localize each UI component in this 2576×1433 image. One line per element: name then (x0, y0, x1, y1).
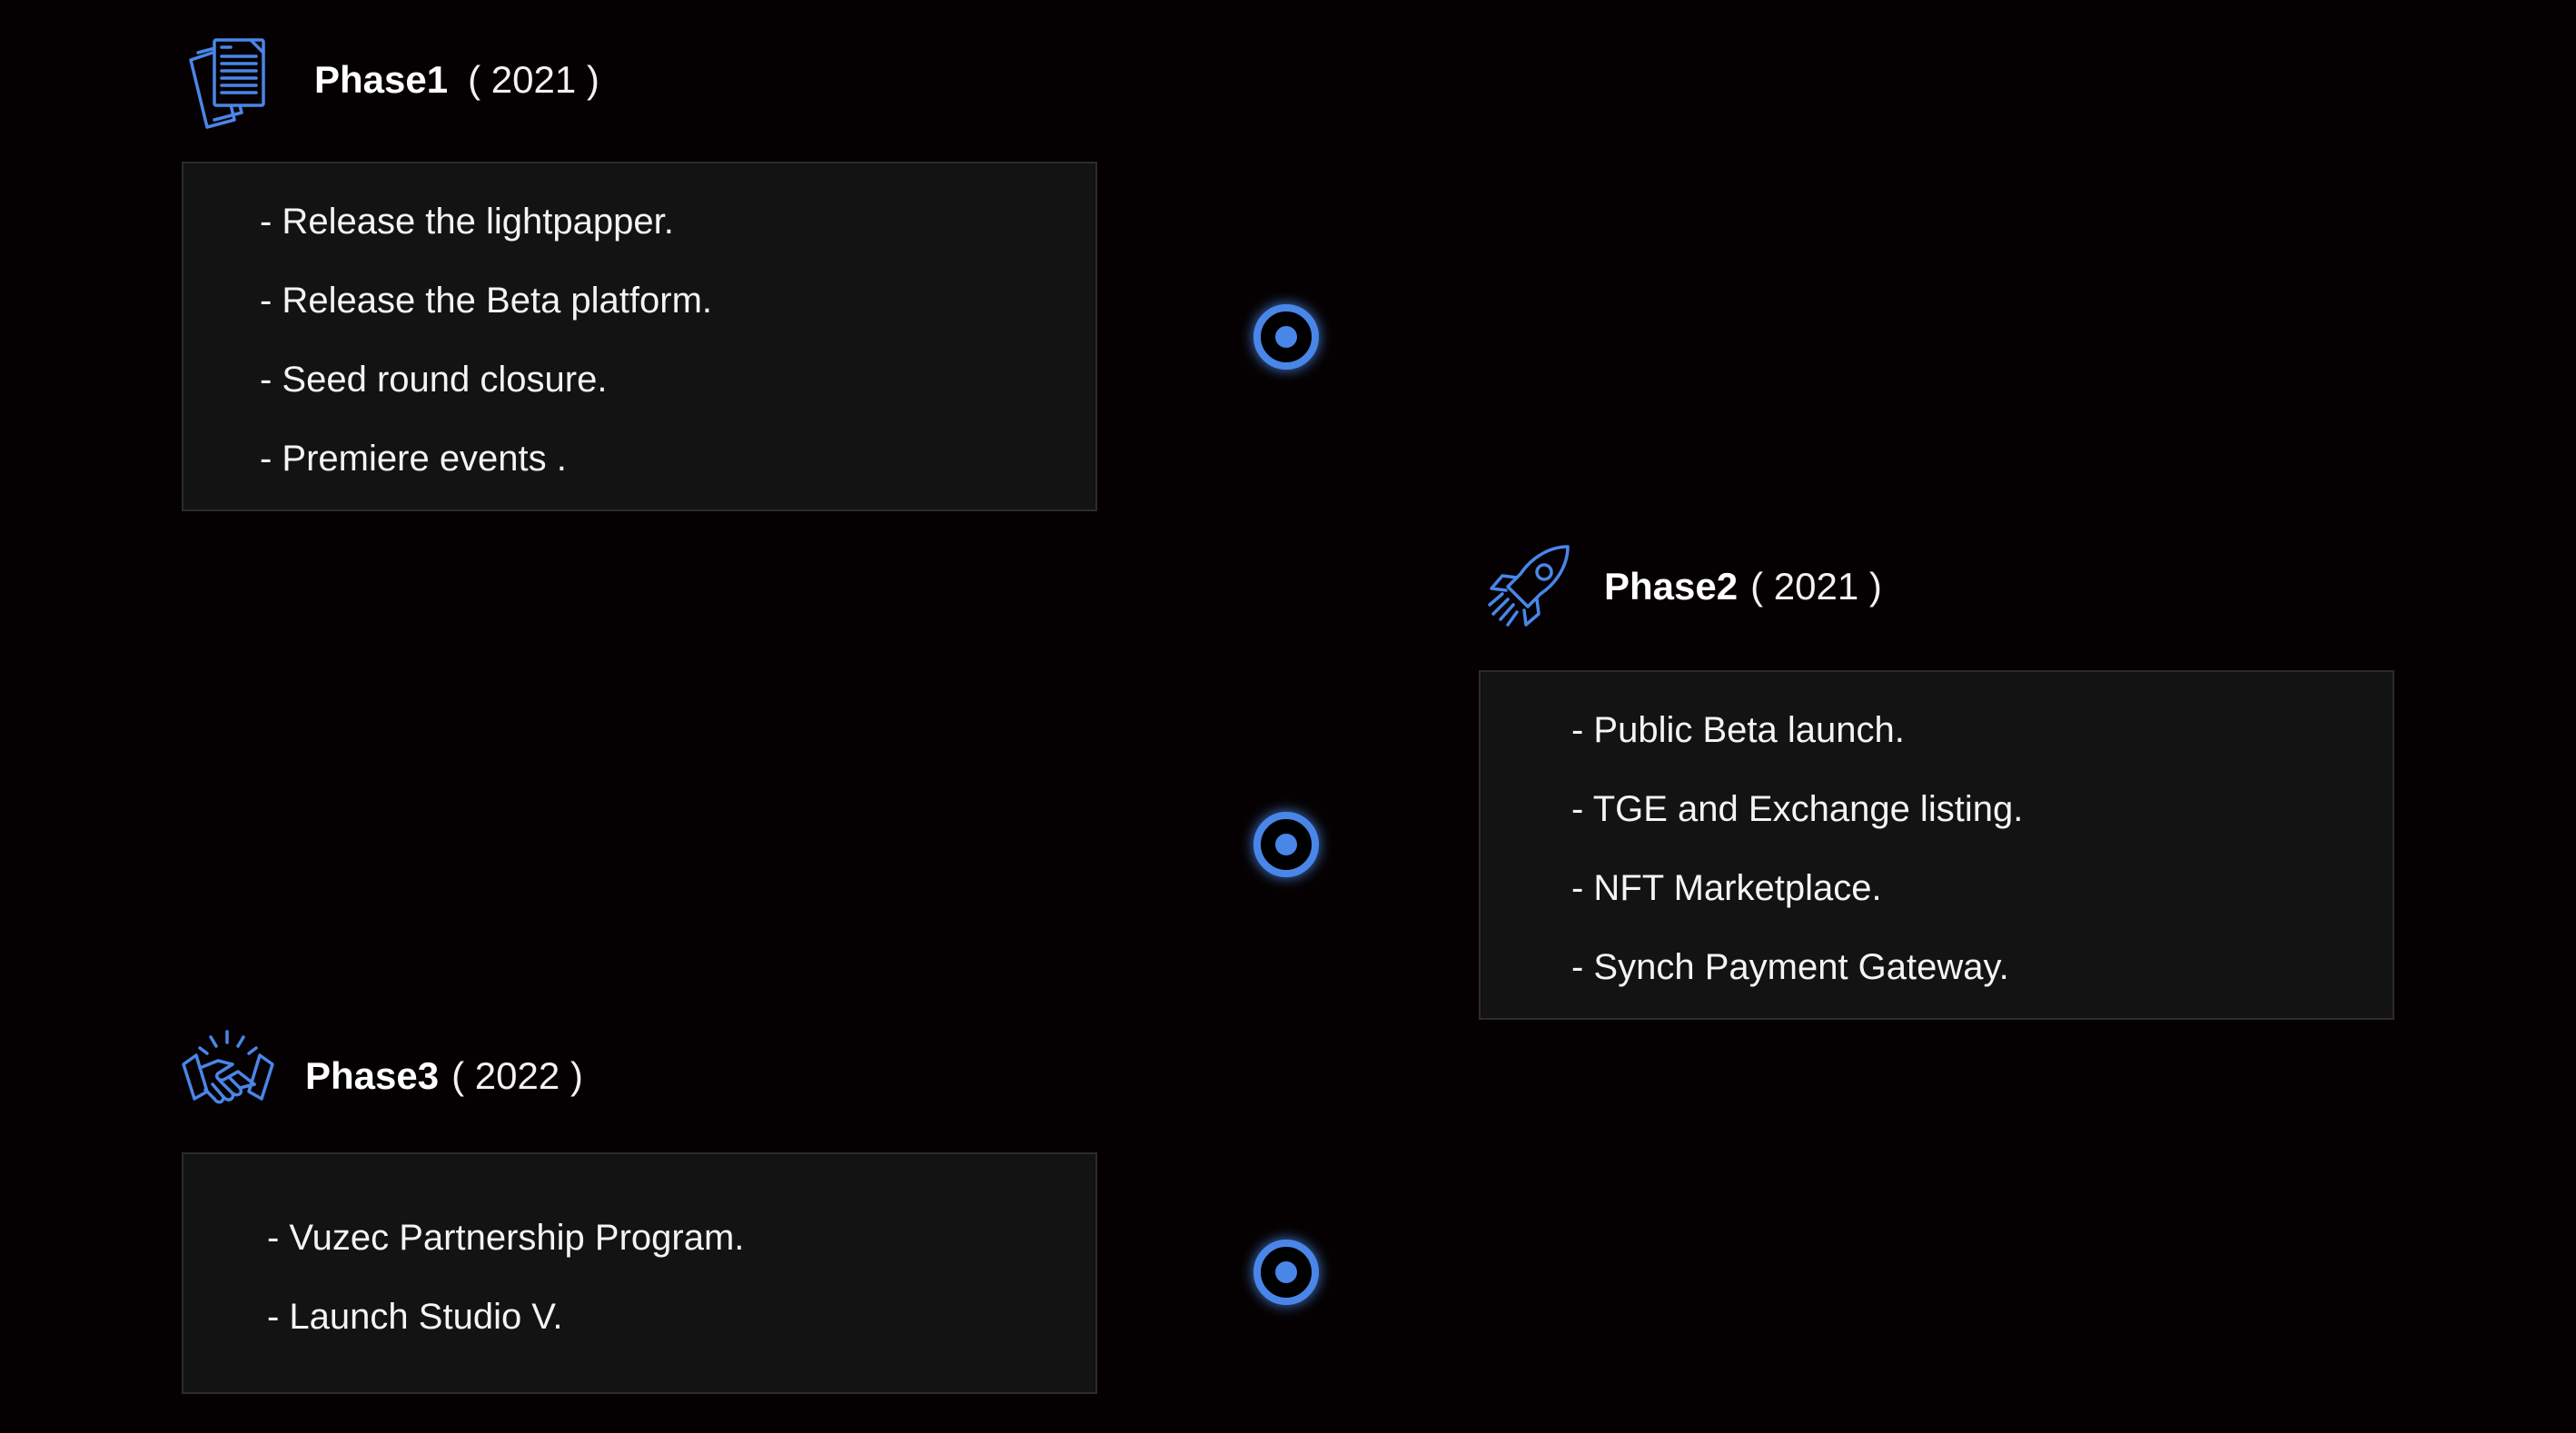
phase3-header: Phase3 ( 2022 ) (305, 1044, 583, 1108)
phase2-year: ( 2021 ) (1750, 565, 1882, 608)
list-item: - Premiere events . (260, 439, 567, 479)
list-item: - TGE and Exchange listing. (1571, 789, 2024, 829)
phase2-title: Phase2 (1604, 565, 1739, 608)
phase1-year: ( 2021 ) (468, 58, 599, 101)
list-item: - Vuzec Partnership Program. (267, 1218, 745, 1258)
documents-icon (178, 33, 278, 133)
phase3-node (1253, 1240, 1319, 1305)
list-item: - Seed round closure. (260, 360, 608, 400)
list-item: - Release the Beta platform. (260, 281, 713, 321)
phase1-node (1253, 304, 1319, 370)
phase2-header: Phase2 ( 2021 ) (1604, 555, 1882, 618)
handshake-icon (178, 1028, 278, 1128)
phase1-panel: - Release the lightpapper. - Release the… (182, 162, 1097, 511)
list-item: - Release the lightpapper. (260, 202, 674, 242)
phase3-title: Phase3 (305, 1054, 440, 1097)
list-item: - Synch Payment Gateway. (1571, 947, 2009, 987)
rocket-icon (1481, 539, 1580, 639)
list-item: - Launch Studio V. (267, 1297, 563, 1337)
phase1-header: Phase1 ( 2021 ) (314, 48, 599, 112)
list-item: - Public Beta launch. (1571, 710, 1905, 750)
phase3-panel: - Vuzec Partnership Program. - Launch St… (182, 1152, 1097, 1394)
list-item: - NFT Marketplace. (1571, 868, 1882, 908)
phase1-title: Phase1 (314, 58, 449, 101)
phase2-node (1253, 812, 1319, 877)
phase3-year: ( 2022 ) (451, 1054, 583, 1097)
phase2-panel: - Public Beta launch. - TGE and Exchange… (1479, 670, 2394, 1020)
